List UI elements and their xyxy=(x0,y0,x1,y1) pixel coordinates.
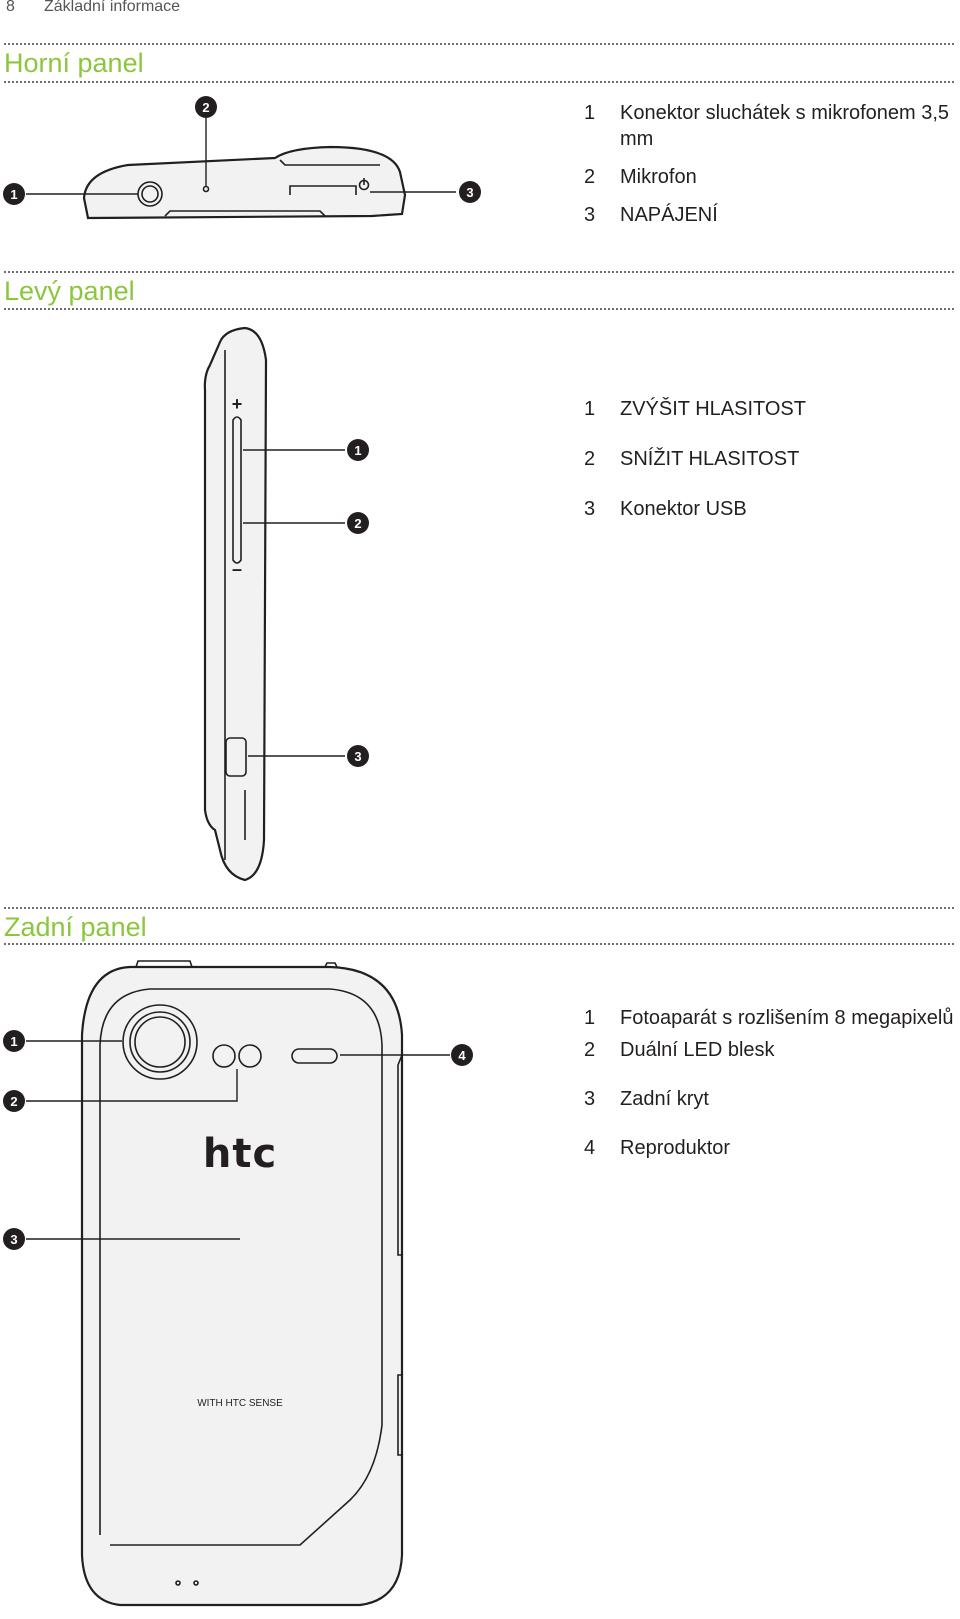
divider xyxy=(4,271,954,273)
phone-back-view: htc WITH HTC SENSE 1 2 3 4 xyxy=(3,960,473,1607)
callout-marker: 2 xyxy=(195,96,217,118)
divider xyxy=(4,308,954,310)
callout-marker: 3 xyxy=(459,181,481,203)
callout-number: 4 xyxy=(458,1048,466,1063)
callout-number: 1 xyxy=(354,443,361,458)
callout-number: 3 xyxy=(354,749,361,764)
callout-marker: 1 xyxy=(3,1030,25,1052)
volume-minus-mark: – xyxy=(232,559,242,579)
sense-label: WITH HTC SENSE xyxy=(197,1398,283,1409)
divider xyxy=(4,943,954,945)
brand-logo: htc xyxy=(203,1131,277,1177)
callout-number: 3 xyxy=(466,185,473,200)
divider xyxy=(4,907,954,909)
section-title-top: Horní panel xyxy=(4,48,144,78)
phone-top-view: 1 2 3 xyxy=(3,96,481,220)
page-number: 8 xyxy=(6,0,15,15)
callout-marker: 3 xyxy=(347,745,369,767)
volume-plus-mark: + xyxy=(232,394,243,414)
callout-number: 1 xyxy=(10,187,17,202)
callout-marker: 2 xyxy=(347,512,369,534)
callout-number: 1 xyxy=(10,1034,17,1049)
divider xyxy=(4,81,954,83)
chapter-title: Základní informace xyxy=(44,0,181,15)
section-title-back: Zadní panel xyxy=(4,912,147,942)
callout-number: 2 xyxy=(202,100,209,115)
phone-left-view: + – 1 2 3 xyxy=(203,326,369,882)
callout-marker: 1 xyxy=(3,183,25,205)
section-title-left: Levý panel xyxy=(4,276,135,306)
callout-number: 3 xyxy=(10,1232,17,1247)
callout-marker: 2 xyxy=(3,1090,25,1112)
callout-number: 2 xyxy=(10,1094,17,1109)
callout-number: 2 xyxy=(354,516,361,531)
callout-marker: 3 xyxy=(3,1228,25,1250)
callout-marker: 4 xyxy=(451,1044,473,1066)
divider xyxy=(4,43,954,45)
callout-marker: 1 xyxy=(347,439,369,461)
